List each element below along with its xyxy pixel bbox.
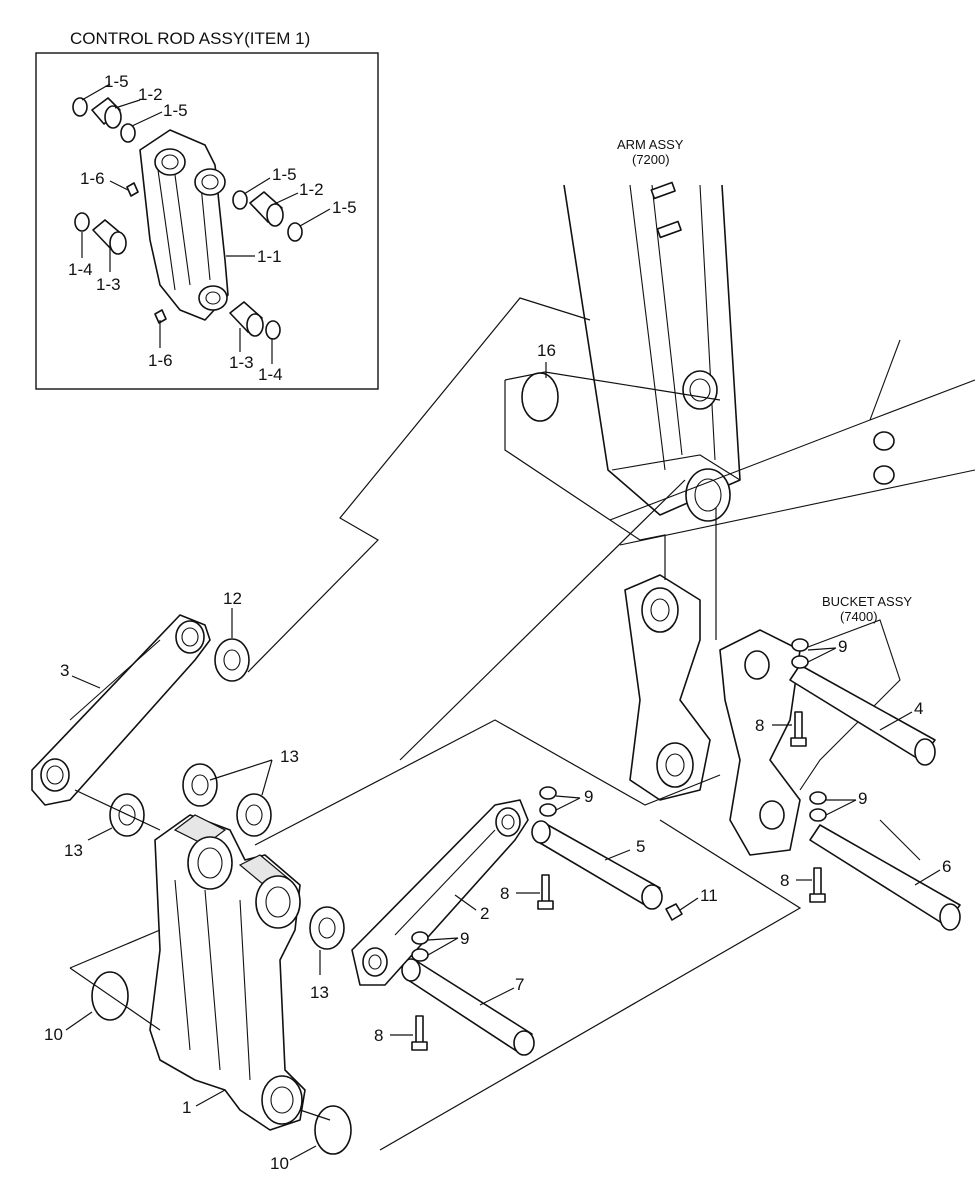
nuts-9-b [539, 786, 557, 817]
inset-frame [35, 52, 379, 390]
callout-5: 5 [636, 837, 645, 856]
washer-1-5-a [72, 97, 88, 117]
arm-assembly: ARM ASSY (7200) [563, 137, 741, 522]
label-inset-1-5-a: 1-5 [104, 72, 129, 91]
link-3 [31, 614, 211, 806]
callout-13-b: 13 [280, 747, 299, 766]
callout-4: 4 [914, 699, 923, 718]
link-2 [351, 799, 529, 986]
washer-1-5-b [120, 123, 136, 143]
label-inset-1-6-a: 1-6 [80, 169, 105, 188]
o-ring-10-b [314, 1105, 352, 1155]
callout-3: 3 [60, 661, 69, 680]
shim-13-b [182, 763, 218, 807]
callout-8-a: 8 [755, 716, 764, 735]
callout-12: 12 [223, 589, 242, 608]
label-inset-1-5-c: 1-5 [272, 165, 297, 184]
inset-panel: CONTROL ROD ASSY(ITEM 1) [35, 29, 379, 390]
bolt-8-a [790, 711, 807, 747]
callout-10-b: 10 [270, 1154, 289, 1173]
pin-4 [789, 664, 936, 766]
washer-1-4-b [265, 320, 281, 340]
bucket-assembly: BUCKET ASSY (7400) [609, 339, 976, 861]
o-ring-16 [521, 372, 559, 422]
callout-6: 6 [942, 857, 951, 876]
bushing-1-3-a [92, 219, 127, 255]
grease-nipple-1-6-b [154, 309, 167, 324]
callout-16: 16 [537, 341, 556, 360]
callout-13-c: 13 [310, 983, 329, 1002]
callout-8-c: 8 [780, 871, 789, 890]
callout-13-a: 13 [64, 841, 83, 860]
callout-8-b: 8 [500, 884, 509, 903]
label-inset-1-3-a: 1-3 [96, 275, 121, 294]
callout-8-d: 8 [374, 1026, 383, 1045]
washer-1-5-d [287, 222, 303, 242]
callout-11: 11 [700, 886, 718, 905]
label-inset-1-5-d: 1-5 [332, 198, 357, 217]
label-inset-1-5-b: 1-5 [163, 101, 188, 120]
bucket-bracket-left [624, 574, 711, 801]
pin-6 [809, 824, 961, 931]
bucket-assy-code: (7400) [840, 609, 878, 624]
shim-12 [214, 638, 250, 682]
callout-9-a: 9 [838, 637, 847, 656]
washer-1-5-c [232, 190, 248, 210]
bushing-1-2-a [91, 97, 122, 129]
assembly-lines [69, 297, 802, 1151]
label-inset-1-4-b: 1-4 [258, 365, 283, 384]
callout-1: 1 [182, 1098, 191, 1117]
control-rod-1 [149, 814, 306, 1131]
bushing-1-3-b [229, 301, 264, 337]
nuts-9-c [809, 791, 827, 822]
label-inset-1-2-a: 1-2 [138, 85, 163, 104]
bolt-8-b [537, 874, 554, 910]
shim-13-c [236, 793, 272, 837]
arm-assy-name: ARM ASSY [617, 137, 684, 152]
label-inset-1-6-b: 1-6 [148, 351, 173, 370]
label-inset-1-4-a: 1-4 [68, 260, 93, 279]
callout-9-d: 9 [460, 929, 469, 948]
callout-9-c: 9 [858, 789, 867, 808]
pin-7 [401, 958, 535, 1056]
bolt-8-c [809, 867, 826, 903]
callout-leaders [65, 362, 941, 1161]
inset-title: CONTROL ROD ASSY(ITEM 1) [70, 29, 310, 48]
callout-7: 7 [515, 975, 524, 994]
nuts-9-d [411, 931, 429, 962]
washer-1-4-a [74, 212, 90, 232]
arm-assy-code: (7200) [632, 152, 670, 167]
inset-leaders [81, 83, 331, 364]
bucket-assy-name: BUCKET ASSY [822, 594, 912, 609]
inset-control-rod [139, 129, 229, 321]
grease-nipple-11 [665, 903, 683, 921]
label-inset-1-3-b: 1-3 [229, 353, 254, 372]
callout-2: 2 [480, 904, 489, 923]
callout-10-a: 10 [44, 1025, 63, 1044]
arm-pin-bore [685, 468, 731, 522]
shim-13-d [309, 906, 345, 950]
bushing-1-2-b [249, 191, 284, 227]
callout-9-b: 9 [584, 787, 593, 806]
pin-5 [531, 820, 663, 910]
grease-nipple-1-6-a [126, 182, 139, 197]
label-inset-1-2-b: 1-2 [299, 180, 324, 199]
label-inset-1-1: 1-1 [257, 247, 282, 266]
nuts-9-a [791, 638, 809, 669]
bolt-8-d [411, 1015, 428, 1051]
